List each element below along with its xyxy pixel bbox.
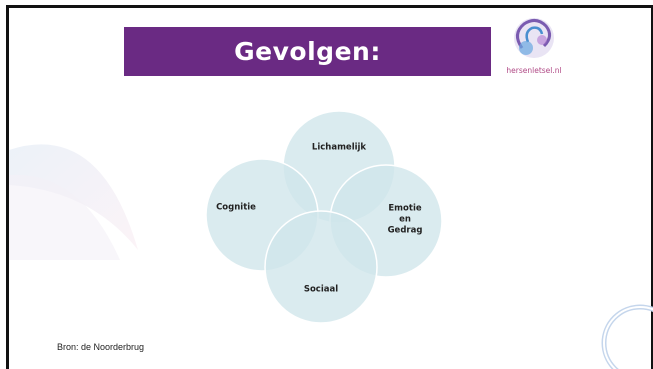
label-sociaal: Sociaal: [303, 284, 339, 295]
circle-sociaal: [264, 210, 378, 324]
label-cognitie: Cognitie: [216, 202, 256, 213]
slide-frame-top: [6, 5, 653, 8]
label-lichamelijk: Lichamelijk: [311, 142, 367, 153]
slide-title: Gevolgen:: [234, 37, 381, 66]
title-bar: Gevolgen:: [124, 27, 491, 76]
logo-caption: hersenletsel.nl: [506, 66, 562, 75]
hersenletsel-logo-icon: [514, 18, 554, 58]
label-emotie-en-gedrag: Emotie en Gedrag: [387, 203, 423, 236]
slide-frame-right: [651, 5, 653, 369]
source-note: Bron: de Noorderbrug: [57, 342, 145, 352]
slide-frame-left: [6, 5, 9, 369]
